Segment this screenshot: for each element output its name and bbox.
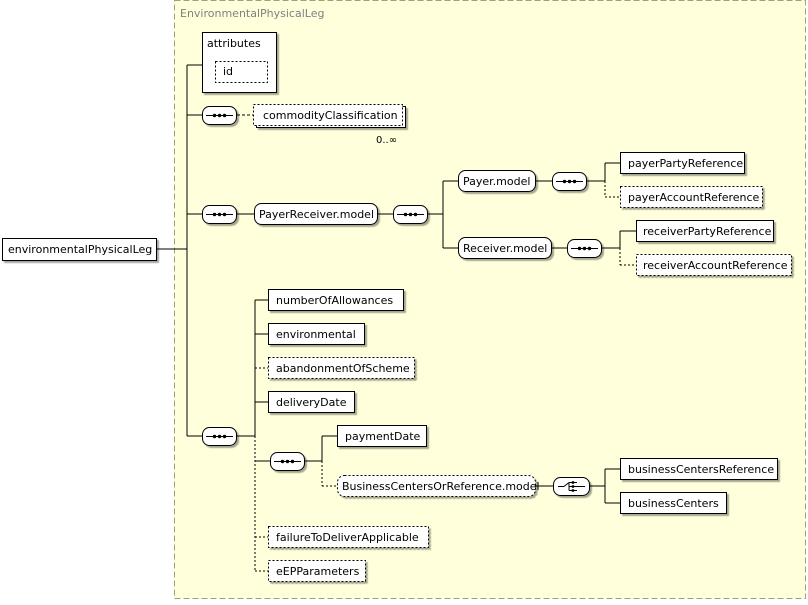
element-deliveryDate[interactable]: deliveryDate bbox=[268, 391, 355, 413]
cardinality-label: 0..∞ bbox=[376, 135, 397, 146]
svg-text:Receiver.model: Receiver.model bbox=[463, 242, 547, 255]
element-businessCentersReference[interactable]: businessCentersReference bbox=[620, 458, 778, 480]
attribute-id: id bbox=[223, 65, 233, 78]
element-receiverPartyReference[interactable]: receiverPartyReference bbox=[636, 220, 774, 242]
attributes-box[interactable]: attributes id bbox=[202, 32, 277, 93]
element-commodityClassification[interactable]: commodityClassification bbox=[253, 104, 406, 128]
svg-text:environmentalPhysicalLeg: environmentalPhysicalLeg bbox=[8, 243, 152, 256]
svg-text:eEPParameters: eEPParameters bbox=[276, 565, 360, 578]
svg-text:BusinessCentersOrReference.mod: BusinessCentersOrReference.model bbox=[342, 480, 540, 493]
sequence-icon bbox=[202, 106, 237, 125]
element-receiverAccountReference[interactable]: receiverAccountReference bbox=[636, 254, 792, 276]
root-element[interactable]: environmentalPhysicalLeg bbox=[2, 238, 157, 261]
svg-text:paymentDate: paymentDate bbox=[345, 430, 421, 443]
sequence-icon bbox=[567, 239, 602, 258]
element-abandonmentOfScheme[interactable]: abandonmentOfScheme bbox=[268, 357, 415, 379]
sequence-compositors bbox=[202, 106, 602, 496]
svg-text:commodityClassification: commodityClassification bbox=[263, 109, 398, 122]
element-paymentDate[interactable]: paymentDate bbox=[337, 425, 427, 447]
svg-text:receiverAccountReference: receiverAccountReference bbox=[643, 259, 788, 272]
element-ePParameters[interactable]: eEPParameters bbox=[268, 560, 366, 582]
element-numberOfAllowances[interactable]: numberOfAllowances bbox=[268, 289, 404, 311]
sequence-icon bbox=[552, 172, 587, 191]
element-failureToDeliverApplicable[interactable]: failureToDeliverApplicable bbox=[268, 526, 429, 548]
svg-text:environmental: environmental bbox=[276, 328, 356, 341]
svg-text:numberOfAllowances: numberOfAllowances bbox=[276, 294, 393, 307]
sequence-icon bbox=[202, 427, 237, 446]
svg-text:receiverPartyReference: receiverPartyReference bbox=[643, 225, 772, 238]
model-payer[interactable]: Payer.model bbox=[458, 170, 536, 192]
sequence-icon bbox=[202, 205, 237, 224]
svg-text:payerPartyReference: payerPartyReference bbox=[628, 157, 743, 170]
connectors bbox=[157, 64, 636, 572]
sequence-icon bbox=[393, 205, 428, 224]
svg-text:businessCentersReference: businessCentersReference bbox=[628, 463, 774, 476]
svg-text:abandonmentOfScheme: abandonmentOfScheme bbox=[276, 362, 410, 375]
element-payerPartyReference[interactable]: payerPartyReference bbox=[620, 152, 745, 174]
element-environmental[interactable]: environmental bbox=[268, 323, 365, 345]
sequence-icon bbox=[270, 452, 305, 471]
choice-icon bbox=[553, 477, 590, 496]
model-businessCentersOrReference[interactable]: BusinessCentersOrReference.model bbox=[337, 475, 540, 497]
svg-text:payerAccountReference: payerAccountReference bbox=[628, 191, 760, 204]
svg-text:PayerReceiver.model: PayerReceiver.model bbox=[259, 208, 374, 221]
svg-text:businessCenters: businessCenters bbox=[628, 497, 719, 510]
model-receiver[interactable]: Receiver.model bbox=[458, 237, 552, 259]
element-businessCenters[interactable]: businessCenters bbox=[620, 492, 727, 514]
element-boxes: environmentalPhysicalLeg commodityClassi… bbox=[2, 104, 792, 582]
attributes-title: attributes bbox=[207, 37, 261, 50]
svg-text:failureToDeliverApplicable: failureToDeliverApplicable bbox=[276, 531, 419, 544]
element-payerAccountReference[interactable]: payerAccountReference bbox=[620, 186, 763, 208]
group-title: EnvironmentalPhysicalLeg bbox=[180, 7, 324, 20]
svg-text:Payer.model: Payer.model bbox=[463, 175, 530, 188]
svg-text:deliveryDate: deliveryDate bbox=[276, 396, 347, 409]
model-payerReceiver[interactable]: PayerReceiver.model bbox=[254, 203, 378, 225]
